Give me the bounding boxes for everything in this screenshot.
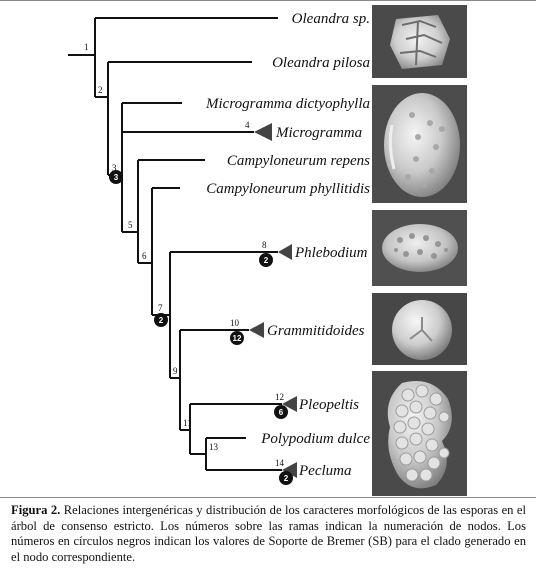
bremer-badge-node-14: 2 bbox=[279, 471, 293, 485]
node-number: 2 bbox=[98, 85, 103, 95]
node-number: 1 bbox=[84, 42, 89, 52]
clade-triangles bbox=[249, 123, 297, 478]
taxon-label: Polypodium dulce bbox=[260, 431, 370, 447]
bremer-badge-node-8: 2 bbox=[259, 253, 273, 267]
taxon-label: Campyloneurum phyllitidis bbox=[206, 181, 370, 197]
taxon-label: Oleandra pilosa bbox=[272, 55, 370, 71]
spore-photo-oleandra bbox=[372, 5, 467, 78]
taxon-label: Campyloneurum repens bbox=[227, 153, 370, 169]
clade-triangle-grammitidoides bbox=[249, 322, 264, 338]
node-number: 11 bbox=[183, 418, 192, 428]
figure-label: Figura 2. bbox=[11, 503, 61, 517]
caption-rule bbox=[0, 497, 536, 498]
figure-caption: Figura 2. Relaciones intergenéricas y di… bbox=[11, 503, 526, 565]
taxon-label: Pecluma bbox=[298, 463, 351, 479]
clade-triangle-microgramma bbox=[254, 123, 272, 141]
cladogram: Oleandra sp. Oleandra pilosa Microgramma… bbox=[68, 11, 370, 485]
node-number: 12 bbox=[275, 392, 284, 402]
taxon-label: Pleopeltis bbox=[298, 397, 359, 413]
spore-photo-microgramma bbox=[372, 85, 467, 203]
bremer-badge-node-10: 12 bbox=[230, 331, 244, 345]
node-number: 7 bbox=[158, 303, 163, 313]
bremer-badge-node-3: 3 bbox=[109, 170, 123, 184]
clade-triangle-phlebodium bbox=[278, 244, 292, 260]
figure-caption-text: Relaciones intergenéricas y distribución… bbox=[11, 503, 526, 564]
svg-text:2: 2 bbox=[284, 474, 289, 483]
svg-text:12: 12 bbox=[233, 334, 242, 343]
svg-text:2: 2 bbox=[264, 256, 269, 265]
clade-triangle-pleopeltis bbox=[282, 396, 297, 412]
spore-photo-phlebodium bbox=[372, 210, 467, 286]
node-number: 6 bbox=[142, 251, 147, 261]
clade-triangle-pecluma bbox=[282, 462, 297, 478]
taxon-label: Phlebodium bbox=[294, 245, 368, 261]
bremer-badge-node-12: 6 bbox=[274, 405, 288, 419]
taxon-label: Grammitidoides bbox=[267, 323, 365, 339]
node-number: 8 bbox=[262, 240, 267, 250]
node-number: 5 bbox=[128, 220, 133, 230]
spore-photo-grammitidoides bbox=[372, 293, 467, 365]
taxon-label: Oleandra sp. bbox=[292, 11, 370, 27]
top-rule bbox=[0, 0, 536, 1]
taxon-label: Microgramma bbox=[275, 125, 362, 141]
bremer-badge-node-7: 2 bbox=[154, 313, 168, 327]
node-number: 3 bbox=[112, 163, 117, 173]
node-number: 10 bbox=[230, 318, 240, 328]
svg-text:6: 6 bbox=[279, 408, 284, 417]
tree-branches bbox=[68, 17, 282, 471]
spore-photo-pecluma bbox=[372, 371, 467, 496]
taxon-label: Microgramma dictyophylla bbox=[205, 96, 370, 112]
node-number: 14 bbox=[275, 458, 285, 468]
svg-text:2: 2 bbox=[159, 316, 164, 325]
svg-text:3: 3 bbox=[114, 173, 119, 182]
node-number: 13 bbox=[209, 442, 219, 452]
node-number: 4 bbox=[245, 120, 250, 130]
node-number: 9 bbox=[173, 366, 178, 376]
